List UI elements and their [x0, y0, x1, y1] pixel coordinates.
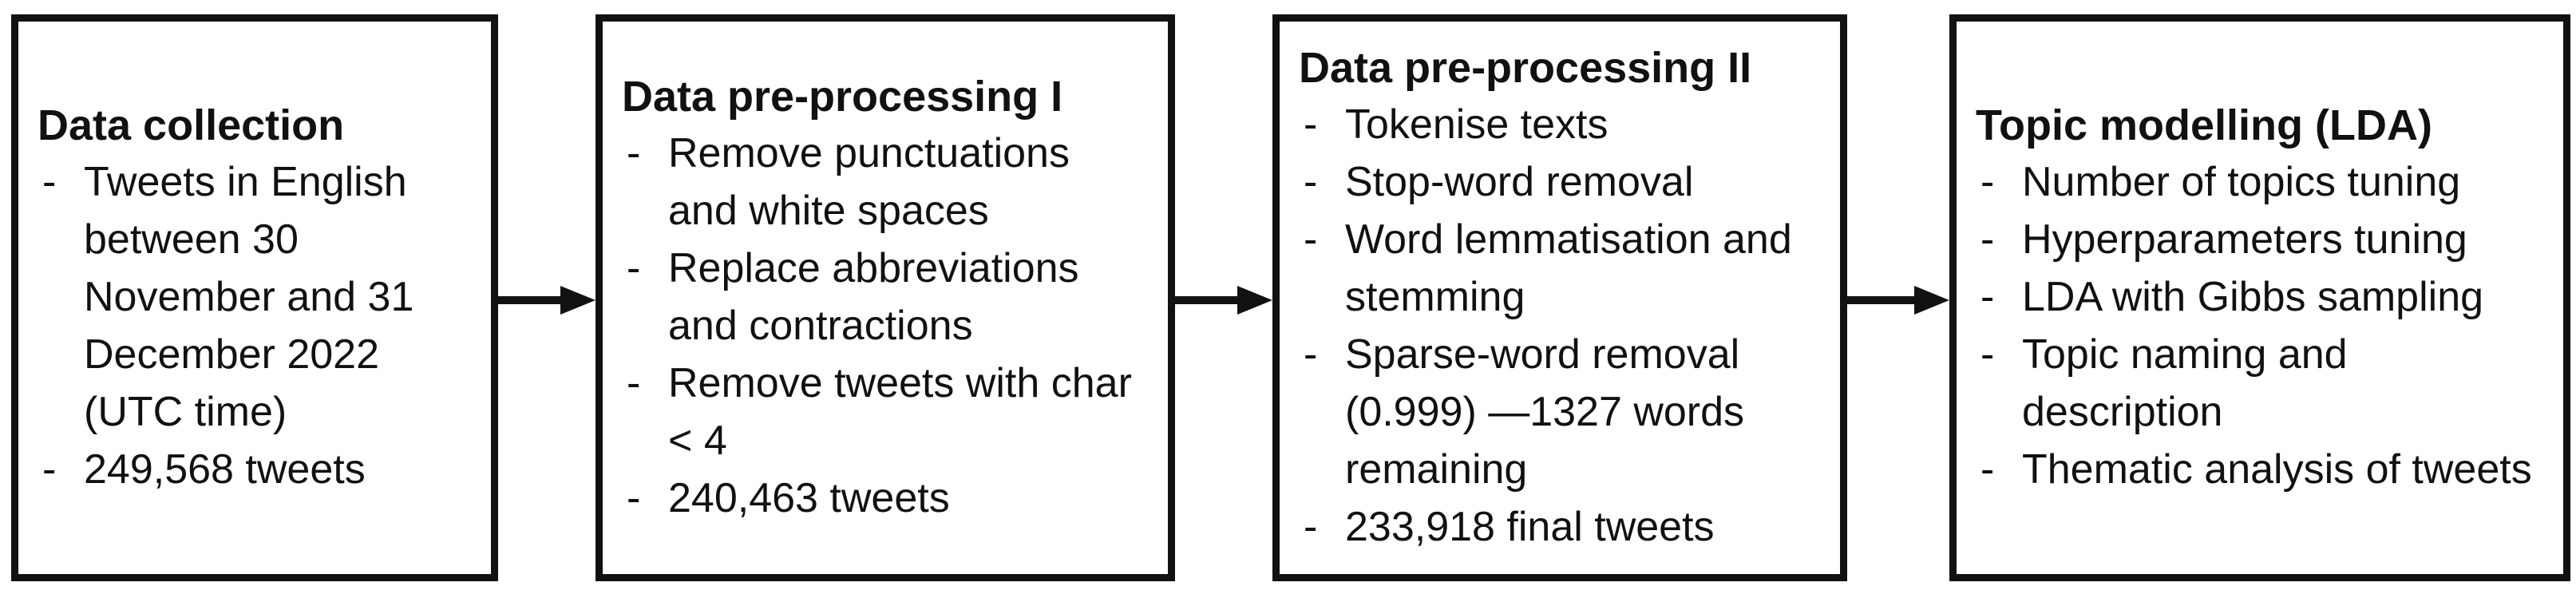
stage-title: Topic modelling (LDA) — [1976, 101, 2432, 149]
list-item: -LDA with Gibbs sampling — [1976, 268, 2546, 326]
list-item: -Stop-word removal — [1299, 153, 1822, 211]
dash-icon: - — [1980, 446, 1995, 493]
list-item: -Tweets in English between 30 November a… — [38, 153, 473, 441]
stage-box-data-collection: Data collection -Tweets in English betwe… — [11, 14, 498, 581]
list-item-text: Replace abbreviations and contractions — [668, 245, 1079, 349]
list-item-text: Tweets in English between 30 November an… — [84, 159, 414, 435]
dash-icon: - — [627, 360, 641, 406]
stage-title: Data pre-processing I — [622, 73, 1063, 121]
stage-item-list: -Tokenise texts -Stop-word removal -Word… — [1299, 96, 1822, 556]
list-item-text: Remove tweets with char < 4 — [668, 360, 1132, 464]
list-item: -Remove tweets with char < 4 — [622, 354, 1150, 469]
list-item-text: Topic naming and description — [2022, 331, 2348, 435]
list-item-text: LDA with Gibbs sampling — [2022, 274, 2484, 320]
stage-item-list: -Remove punctuations and white spaces -R… — [622, 125, 1150, 527]
list-item: -240,463 tweets — [622, 469, 1150, 527]
dash-icon: - — [627, 245, 641, 291]
list-item-text: 233,918 final tweets — [1345, 504, 1715, 550]
right-arrow-icon — [1847, 286, 1949, 315]
list-item-text: Number of topics tuning — [2022, 159, 2461, 205]
right-arrow-icon — [498, 286, 596, 315]
list-item-text: Hyperparameters tuning — [2022, 216, 2467, 263]
dash-icon: - — [1304, 159, 1318, 205]
list-item: -Sparse-word removal (0.999) —1327 words… — [1299, 326, 1822, 498]
list-item-text: 249,568 tweets — [84, 446, 366, 493]
dash-icon: - — [1980, 274, 1995, 320]
dash-icon: - — [1304, 101, 1318, 148]
dash-icon: - — [1980, 331, 1995, 378]
stage-item-list: -Tweets in English between 30 November a… — [38, 153, 473, 498]
right-arrow-icon — [1175, 286, 1272, 315]
stage-box-topic-modelling: Topic modelling (LDA) -Number of topics … — [1949, 14, 2570, 581]
list-item: -Remove punctuations and white spaces — [622, 125, 1150, 240]
list-item: -Number of topics tuning — [1976, 153, 2546, 211]
dash-icon: - — [1304, 504, 1318, 550]
list-item-text: Tokenise texts — [1345, 101, 1609, 148]
list-item: -Topic naming and description — [1976, 326, 2546, 441]
stage-item-list: -Number of topics tuning -Hyperparameter… — [1976, 153, 2546, 498]
dash-icon: - — [42, 446, 57, 493]
stage-title: Data collection — [38, 101, 345, 149]
stage-box-pre-processing-2: Data pre-processing II -Tokenise texts -… — [1272, 14, 1847, 581]
list-item: -Thematic analysis of tweets — [1976, 441, 2546, 498]
stage-box-pre-processing-1: Data pre-processing I -Remove punctuatio… — [596, 14, 1175, 581]
list-item-text: Word lemmatisation and stemming — [1345, 216, 1792, 320]
list-item-text: Thematic analysis of tweets — [2022, 446, 2532, 493]
list-item: -Word lemmatisation and stemming — [1299, 211, 1822, 326]
list-item: -233,918 final tweets — [1299, 498, 1822, 556]
stage-title: Data pre-processing II — [1299, 44, 1752, 92]
dash-icon: - — [627, 475, 641, 521]
list-item-text: Sparse-word removal (0.999) —1327 words … — [1345, 331, 1745, 493]
list-item-text: Remove punctuations and white spaces — [668, 130, 1070, 234]
dash-icon: - — [1304, 216, 1318, 263]
list-item: -249,568 tweets — [38, 441, 473, 498]
list-item-text: Stop-word removal — [1345, 159, 1694, 205]
list-item-text: 240,463 tweets — [668, 475, 950, 521]
list-item: -Replace abbreviations and contractions — [622, 240, 1150, 354]
dash-icon: - — [42, 159, 57, 205]
dash-icon: - — [1980, 216, 1995, 263]
dash-icon: - — [627, 130, 641, 176]
list-item: -Tokenise texts — [1299, 96, 1822, 153]
dash-icon: - — [1304, 331, 1318, 378]
dash-icon: - — [1980, 159, 1995, 205]
list-item: -Hyperparameters tuning — [1976, 211, 2546, 268]
